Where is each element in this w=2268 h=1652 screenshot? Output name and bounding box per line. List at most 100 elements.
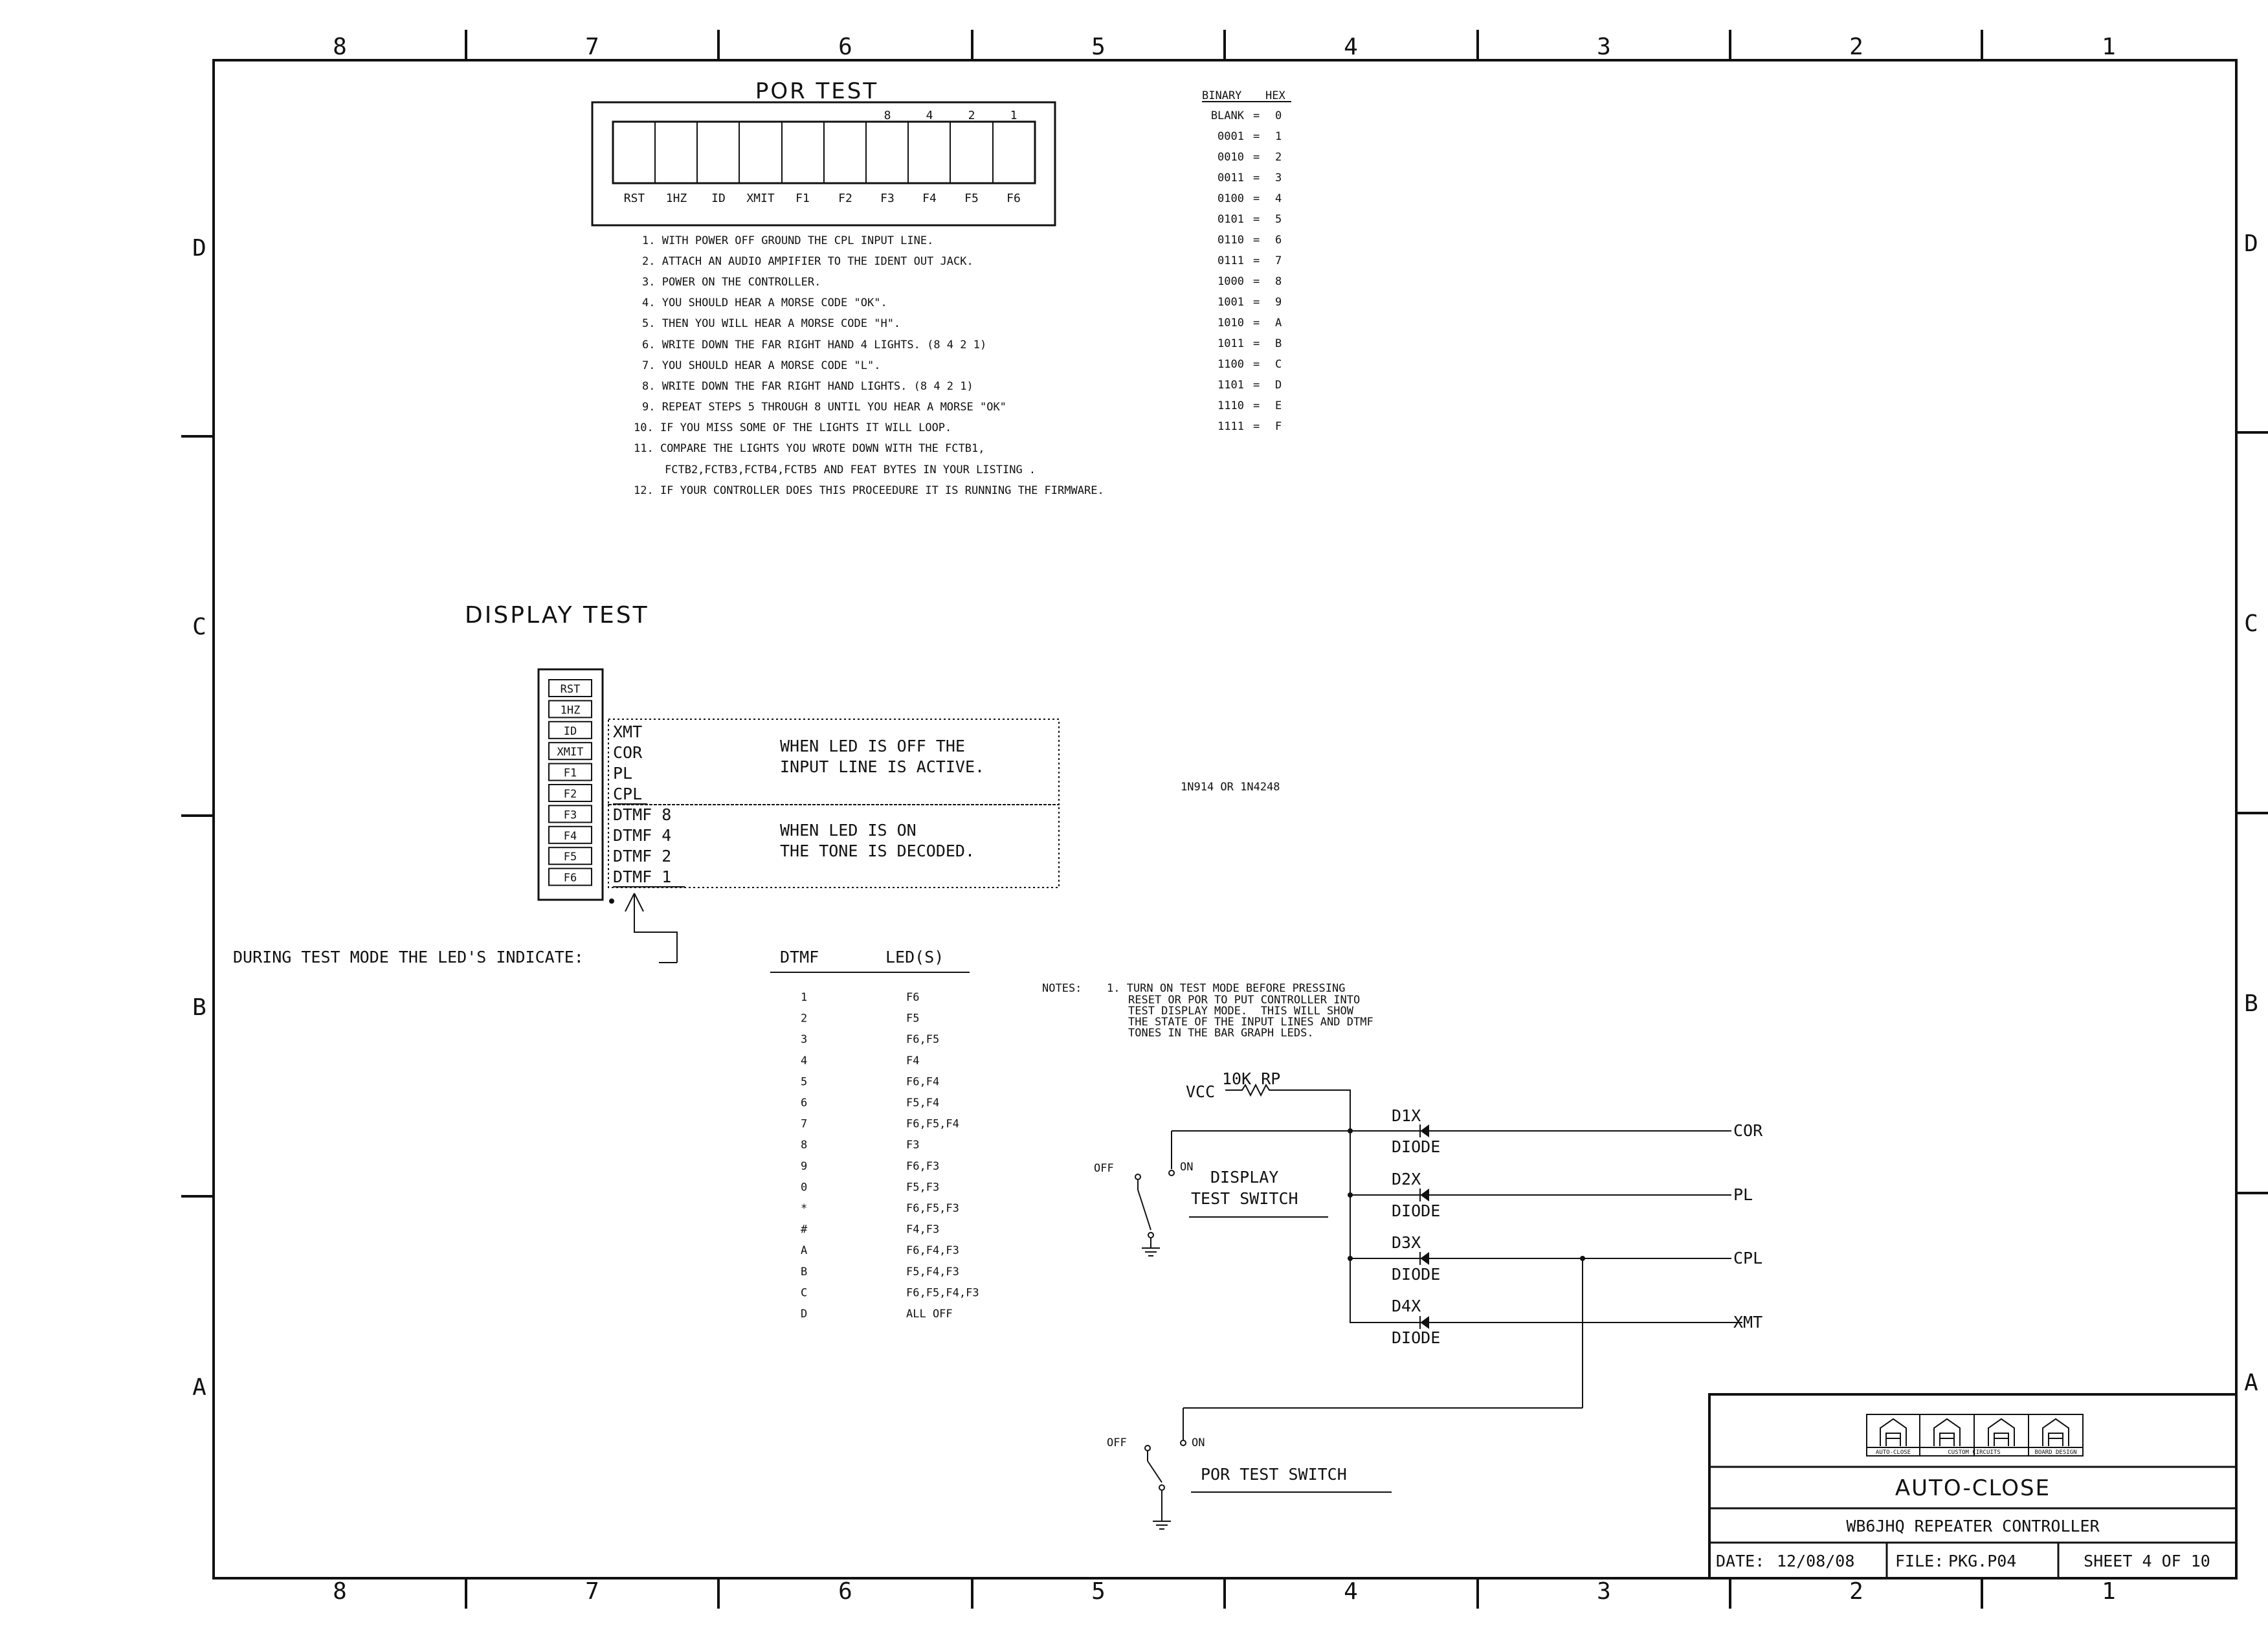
zone-row-labels: D C B A D C B A xyxy=(192,230,2258,1401)
dtmf-bit-8: DTMF 8 xyxy=(613,805,671,824)
hex-value: 1 xyxy=(1275,130,1282,143)
binary-value: 0111 xyxy=(1217,254,1244,267)
dtmf-header: DTMF xyxy=(780,948,819,966)
por-step: 5. THEN YOU WILL HEAR A MORSE CODE "H". xyxy=(642,317,900,330)
dtmf-bit-2: DTMF 2 xyxy=(613,847,671,865)
bit-label-2: 2 xyxy=(968,109,975,122)
led-off-note-1: WHEN LED IS OFF THE xyxy=(780,737,965,755)
zone-row-left-b: B xyxy=(192,994,206,1021)
bar-graph-label: F3 xyxy=(564,809,577,821)
binary-value: 0001 xyxy=(1217,130,1244,143)
por-step: 2. ATTACH AN AUDIO AMPIFIER TO THE IDENT… xyxy=(642,255,973,268)
dtmf-leds: F6,F3 xyxy=(906,1160,939,1173)
zone-column-labels: 8 7 6 5 4 3 2 1 8 7 6 5 4 3 2 1 xyxy=(333,34,2116,1605)
dtmf-key: A xyxy=(801,1244,807,1257)
led-label-rst: RST xyxy=(624,192,645,205)
led-label-f2: F2 xyxy=(838,192,852,205)
equals-sign: = xyxy=(1253,213,1260,226)
test-circuit-schematic: VCC 10K RP D1X DIODE xyxy=(1094,1069,1763,1530)
por-test-switch xyxy=(1144,1440,1392,1530)
dtmf-key: B xyxy=(801,1266,807,1278)
bar-graph-led xyxy=(548,825,592,844)
file-name: PKG.P04 xyxy=(1948,1552,2016,1570)
equals-sign: = xyxy=(1253,234,1260,247)
bar-graph-led xyxy=(548,784,592,802)
por-step: 7. YOU SHOULD HEAR A MORSE CODE "L". xyxy=(642,359,880,372)
display-switch-off: OFF xyxy=(1094,1162,1114,1175)
por-step: 1. WITH POWER OFF GROUND THE CPL INPUT L… xyxy=(642,234,933,247)
dtmf-leds: F6,F5,F4,F3 xyxy=(906,1286,979,1299)
zone-col-top-4: 4 xyxy=(1344,34,1358,60)
dtmf-bit-4: DTMF 4 xyxy=(613,826,671,845)
callout-arrow xyxy=(625,893,678,963)
zone-col-top-1: 1 xyxy=(2102,34,2116,60)
logo-caption: AUTO-CLOSE xyxy=(1876,1449,1911,1456)
note-line: THE STATE OF THE INPUT LINES AND DTMF xyxy=(1128,1016,1373,1029)
house-icon xyxy=(2042,1418,2069,1446)
net-pl: PL xyxy=(1733,1185,1753,1204)
zone-col-top-2: 2 xyxy=(1849,34,1863,60)
diode-symbols xyxy=(1419,1124,1429,1329)
bar-graph-led xyxy=(548,700,592,719)
por-step: 6. WRITE DOWN THE FAR RIGHT HAND 4 LIGHT… xyxy=(642,339,986,352)
logo-caption: CUSTOM CIRCUITS xyxy=(1948,1449,2000,1456)
resistor-symbol xyxy=(1225,1083,1742,1323)
dtmf-key: 8 xyxy=(801,1139,807,1152)
hex-value: E xyxy=(1275,399,1282,412)
dtmf-key: 4 xyxy=(801,1055,807,1067)
binary-value: 1110 xyxy=(1217,399,1244,412)
callout-dot xyxy=(609,899,614,904)
display-switch-on: ON xyxy=(1180,1161,1193,1174)
bar-graph-label: ID xyxy=(564,725,577,738)
input-xmt: XMT xyxy=(613,722,642,741)
dtmf-leds: ALL OFF xyxy=(906,1308,953,1321)
por-step: 11. COMPARE THE LIGHTS YOU WROTE DOWN WI… xyxy=(634,442,984,455)
dtmf-key: * xyxy=(801,1202,807,1215)
hex-value: B xyxy=(1275,337,1282,350)
hex-value: 6 xyxy=(1275,234,1282,247)
led-off-note-2: INPUT LINE IS ACTIVE. xyxy=(780,757,984,776)
dtmf-leds: F6,F4 xyxy=(906,1075,939,1088)
hex-value: 2 xyxy=(1275,151,1282,164)
equals-sign: = xyxy=(1253,172,1260,184)
bar-graph-led xyxy=(548,679,592,697)
bar-graph-led xyxy=(548,742,592,761)
zone-col-top-7: 7 xyxy=(585,34,599,60)
input-cor: COR xyxy=(613,743,643,762)
zone-col-top-8: 8 xyxy=(333,34,347,60)
project-name: WB6JHQ REPEATER CONTROLLER xyxy=(1846,1517,2100,1535)
binary-value: 0011 xyxy=(1217,172,1244,184)
por-step: 9. REPEAT STEPS 5 THROUGH 8 UNTIL YOU HE… xyxy=(642,401,1006,414)
led-on-note-2: THE TONE IS DECODED. xyxy=(780,842,975,860)
bar-graph-led xyxy=(548,867,592,886)
por-test-section: POR TEST 8 4 2 1 RST 1HZ ID XMIT F1 F2 xyxy=(591,78,1104,497)
bar-graph-led xyxy=(548,847,592,865)
input-pl: PL xyxy=(613,764,632,783)
dtmf-bit-1: DTMF 1 xyxy=(613,867,671,886)
led-label-1hz: 1HZ xyxy=(666,192,687,205)
file-label: FILE: xyxy=(1895,1552,1944,1570)
bar-graph-led xyxy=(548,720,592,739)
equals-sign: = xyxy=(1253,151,1260,164)
bit-label-1: 1 xyxy=(1010,109,1017,122)
dtmf-key: 2 xyxy=(801,1012,807,1025)
zone-row-left-c: C xyxy=(192,614,206,640)
dtmf-leds: F6,F5,F4 xyxy=(906,1118,959,1131)
zone-col-top-3: 3 xyxy=(1597,34,1611,60)
display-switch-label-2: TEST SWITCH xyxy=(1191,1189,1298,1208)
input-note-box xyxy=(608,719,1060,805)
notes-block: NOTES: 1. TURN ON TEST MODE BEFORE PRESS… xyxy=(1042,982,1373,1040)
led-label-f3: F3 xyxy=(880,192,895,205)
dtmf-leds: F3 xyxy=(906,1139,919,1152)
title-block: AUTO-CLOSE CUSTOM CIRCUITS BOARD DESIGN … xyxy=(1708,1393,2238,1579)
zone-col-bottom-2: 2 xyxy=(1849,1578,1863,1605)
input-cpl: CPL xyxy=(613,785,642,803)
por-step: 3. POWER ON THE CONTROLLER. xyxy=(642,276,821,289)
binary-value: 0100 xyxy=(1217,192,1244,205)
hex-value: F xyxy=(1275,420,1282,433)
note-line: RESET OR POR TO PUT CONTROLLER INTO xyxy=(1128,994,1360,1007)
diode-type-d1x: DIODE xyxy=(1392,1137,1440,1156)
